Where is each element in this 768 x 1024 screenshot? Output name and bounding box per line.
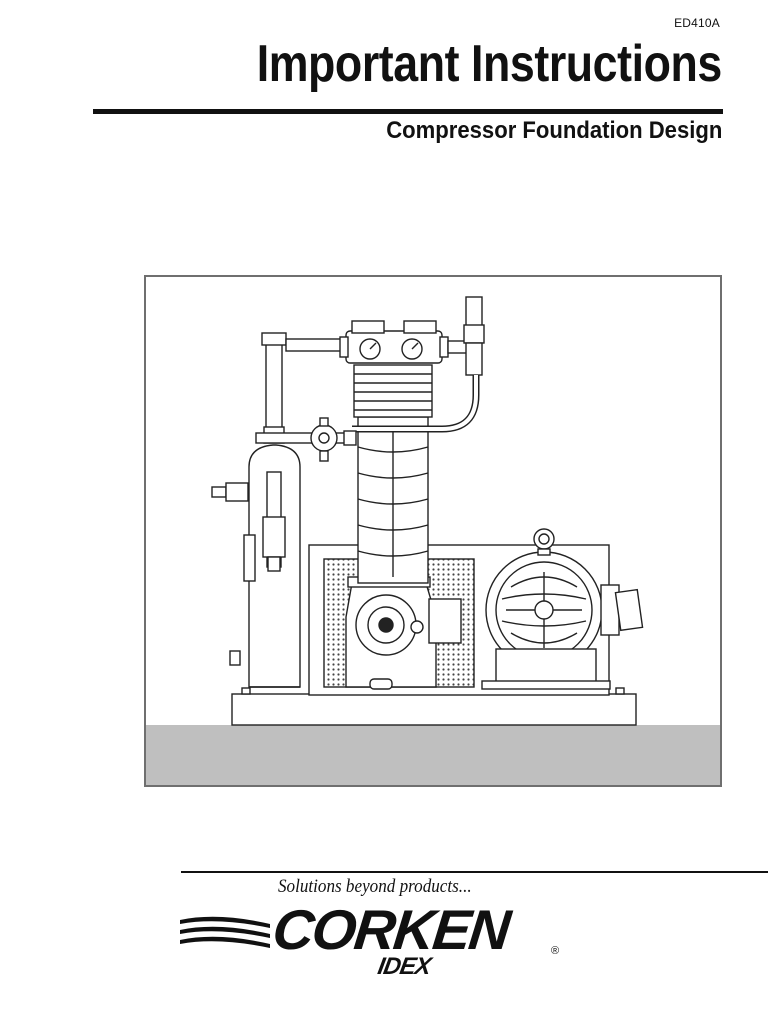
page-subtitle: Compressor Foundation Design <box>385 117 722 144</box>
compressor-illustration-frame <box>144 275 722 787</box>
brand-tagline: Solutions beyond products... <box>278 876 472 897</box>
ground-band <box>146 725 720 785</box>
title-divider <box>93 109 723 114</box>
document-code: ED410A <box>674 16 720 30</box>
registered-mark: ® <box>551 945 560 957</box>
brand-name: CORKEN <box>269 898 512 961</box>
compressor-drawing-icon <box>146 296 720 785</box>
page-title: Important Instructions <box>256 35 723 93</box>
corken-logo: CORKEN ® IDEX <box>178 898 578 990</box>
footer-divider <box>181 871 768 873</box>
corken-swoosh-logo-icon <box>180 916 270 948</box>
base-skid <box>231 693 637 726</box>
parent-brand-name: IDEX <box>375 953 433 980</box>
